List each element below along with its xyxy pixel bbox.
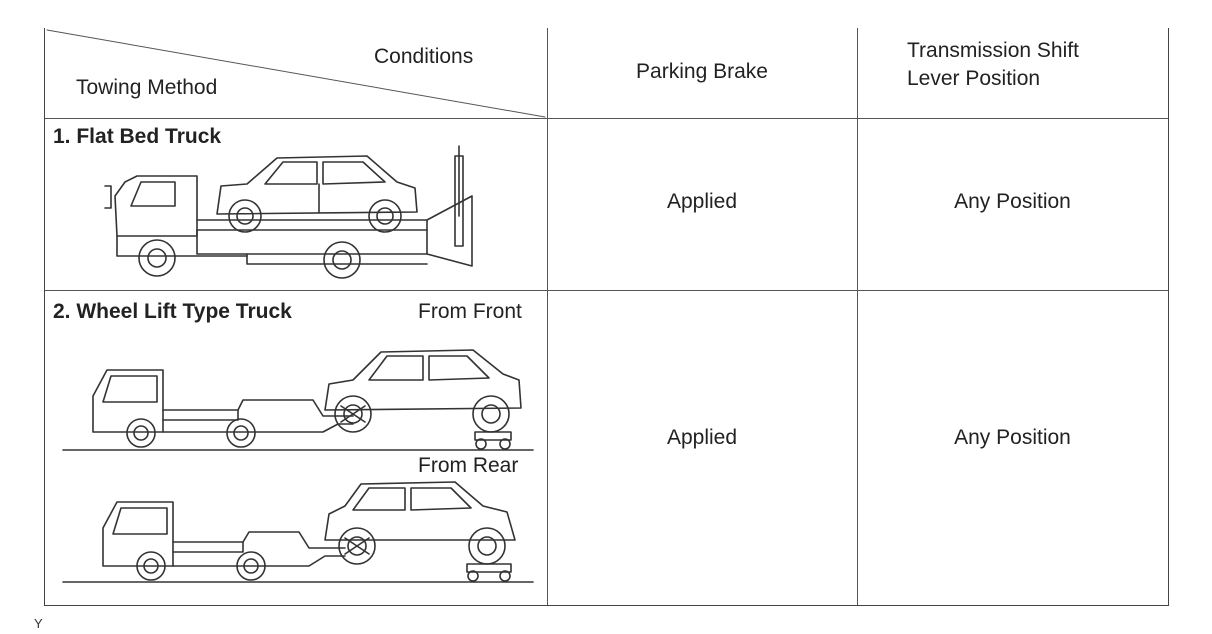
header-diagonal-line	[46, 29, 546, 118]
row-divider-header	[45, 118, 1168, 119]
towing-table: Conditions Towing Method Parking Brake T…	[44, 28, 1169, 606]
transmission-header-line2: Lever Position	[907, 67, 1041, 90]
row1-method-label: 1. Flat Bed Truck	[53, 125, 222, 148]
row1-shift-position: Any Position	[954, 190, 1071, 213]
wheel-lift-front-illustration	[62, 349, 534, 451]
row1-parking-brake: Applied	[666, 190, 738, 213]
wheel-lift-rear-illustration	[62, 481, 534, 583]
footnote-code: Y	[34, 616, 43, 631]
column-divider-2	[857, 28, 858, 605]
from-rear-label: From Rear	[418, 454, 519, 477]
flat-bed-truck-illustration	[104, 145, 473, 279]
from-front-label: From Front	[418, 300, 522, 323]
towing-method-header: Towing Method	[76, 76, 218, 99]
column-divider-1	[547, 28, 548, 605]
conditions-header: Conditions	[374, 45, 474, 68]
row2-shift-position: Any Position	[954, 426, 1071, 449]
parking-brake-header: Parking Brake	[636, 60, 768, 83]
row2-method-label: 2. Wheel Lift Type Truck	[53, 300, 292, 323]
row-divider-1	[45, 290, 1168, 291]
transmission-header-line1: Transmission Shift	[907, 39, 1079, 62]
row2-parking-brake: Applied	[666, 426, 738, 449]
